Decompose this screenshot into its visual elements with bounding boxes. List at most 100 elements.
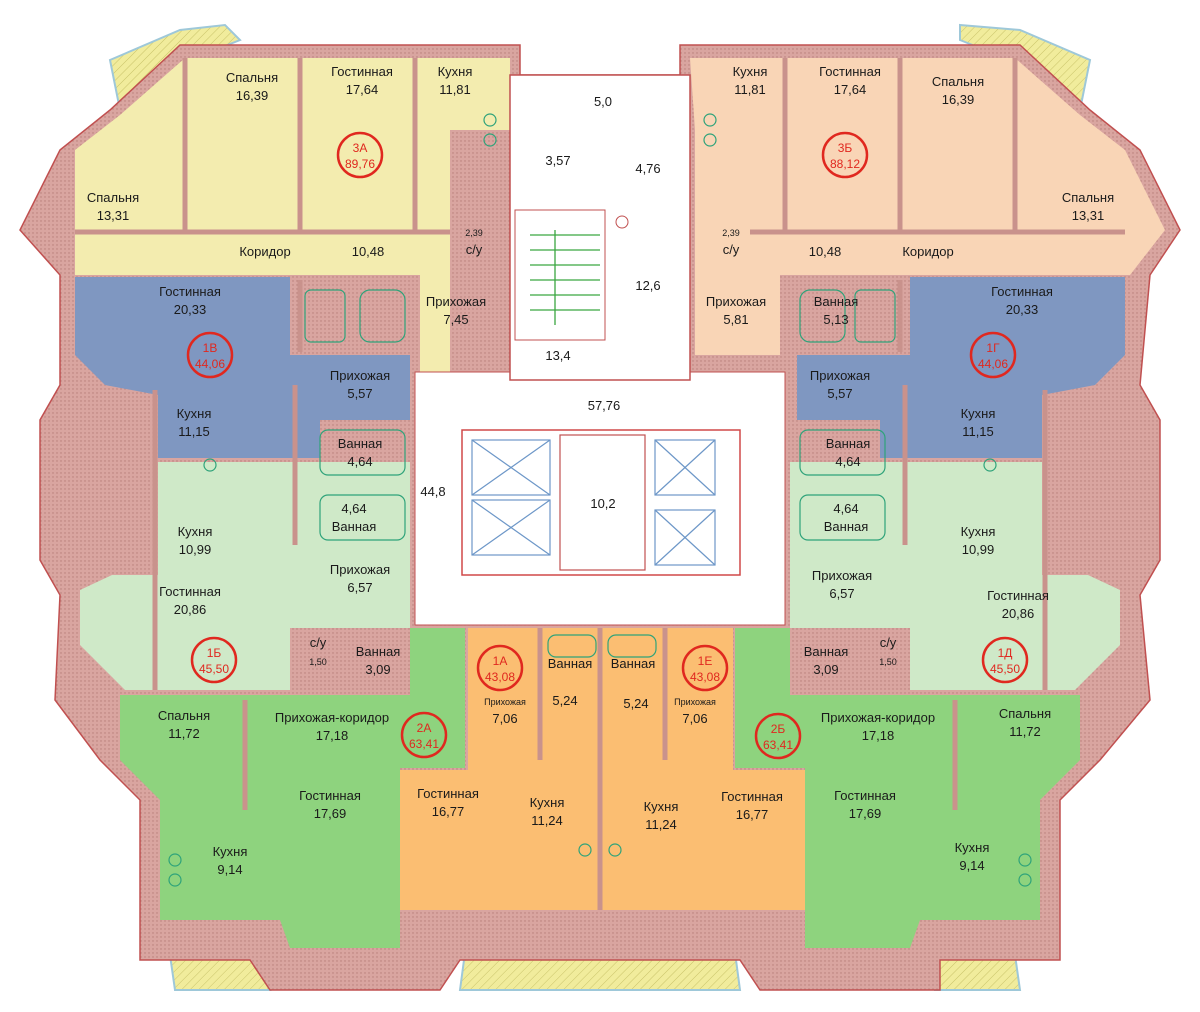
room-name: Коридор <box>902 244 953 259</box>
apartment-code: 1Г <box>986 341 1000 355</box>
room-name: Спальня <box>932 74 984 89</box>
apartment-area: 45,50 <box>990 662 1020 676</box>
apartment-tag-ring <box>186 331 234 379</box>
area-apt-1a <box>400 628 600 910</box>
common-area-label: 12,6 <box>635 278 660 293</box>
room-name: Прихожая <box>812 568 872 583</box>
room-name: Гостинная <box>991 284 1053 299</box>
room-area: 9,14 <box>959 858 984 873</box>
room-area: 5,57 <box>827 386 852 401</box>
common-area-label: 10,2 <box>590 496 615 511</box>
room-name: Ванная <box>814 294 859 309</box>
room-name: Гостинная <box>159 584 221 599</box>
area-apt-2a <box>120 628 465 948</box>
room-name: Ванная <box>611 656 656 671</box>
room-area: 11,24 <box>531 813 563 828</box>
apartment-area: 43,08 <box>485 670 515 684</box>
room-area: 10,48 <box>352 244 385 259</box>
apartment-area: 63,41 <box>763 738 793 752</box>
room-area: 4,64 <box>347 454 372 469</box>
apartment-area: 89,76 <box>345 157 375 171</box>
area-stair-block <box>509 74 691 381</box>
room-area: 5,81 <box>723 312 748 327</box>
room-area: 3,09 <box>365 662 390 677</box>
apartment-code: 1В <box>203 341 218 355</box>
room-area: 1,50 <box>879 657 897 667</box>
area-apt-1b <box>80 462 410 690</box>
apartment-area: 43,08 <box>690 670 720 684</box>
room-area: 11,81 <box>439 82 471 97</box>
common-area-label: 13,4 <box>545 348 570 363</box>
room-name: Гостинная <box>331 64 393 79</box>
room-name: Кухня <box>733 64 768 79</box>
room-name: Прихожая <box>484 697 526 707</box>
area-apt-1e <box>602 628 805 910</box>
room-name: Гостинная <box>417 786 479 801</box>
room-area: 17,69 <box>849 806 882 821</box>
apartment-code: 2Б <box>771 722 786 736</box>
room-name: Кухня <box>961 406 996 421</box>
room-name: Ванная <box>548 656 593 671</box>
room-name: Прихожая-коридор <box>821 710 935 725</box>
room-area: 6,57 <box>347 580 372 595</box>
room-area: 5,57 <box>347 386 372 401</box>
room-area: 17,18 <box>316 728 349 743</box>
apartment-code: 2А <box>417 721 432 735</box>
apartment-tag-ring <box>754 712 802 760</box>
room-area: 20,86 <box>174 602 207 617</box>
room-name: Прихожая <box>330 562 390 577</box>
room-area: 11,72 <box>1009 724 1041 739</box>
room-area: 6,57 <box>829 586 854 601</box>
common-area-label: 3,57 <box>545 153 570 168</box>
room-labels: Спальня16,39Гостинная17,64Кухня11,81Спал… <box>87 64 1114 877</box>
room-name: Ванная <box>804 644 849 659</box>
room-name: Прихожая <box>426 294 486 309</box>
room-name: Гостинная <box>834 788 896 803</box>
apartment-tag-ring <box>969 331 1017 379</box>
apartment-code: 1А <box>493 654 508 668</box>
room-name: Ванная <box>356 644 401 659</box>
room-area: 17,64 <box>834 82 867 97</box>
room-name: Прихожая <box>674 697 716 707</box>
room-name: Прихожая <box>706 294 766 309</box>
apartment-tag-apt-1e: 1Е 43,08 <box>681 644 729 692</box>
room-name: Кухня <box>961 524 996 539</box>
room-area: 20,86 <box>1002 606 1035 621</box>
room-area: 13,31 <box>1072 208 1105 223</box>
room-area: 17,69 <box>314 806 347 821</box>
area-apt-3b <box>690 58 1165 355</box>
room-name: Кухня <box>213 844 248 859</box>
common-area-label: 4,76 <box>635 161 660 176</box>
apartment-tag-ring <box>476 644 524 692</box>
room-name: с/у <box>880 635 897 650</box>
apartment-area: 44,06 <box>978 357 1008 371</box>
room-name: Гостинная <box>819 64 881 79</box>
room-name: Кухня <box>644 799 679 814</box>
room-name: Кухня <box>955 840 990 855</box>
apartment-tag-ring <box>190 636 238 684</box>
room-area: 7,06 <box>682 711 707 726</box>
room-name: Прихожая-коридор <box>275 710 389 725</box>
apartment-tag-apt-1a: 1А 43,08 <box>476 644 524 692</box>
apartment-tag-ring <box>400 711 448 759</box>
room-area: 16,77 <box>432 804 465 819</box>
room-area: 1,50 <box>309 657 327 667</box>
room-area: 11,15 <box>962 424 994 439</box>
apartment-code: 1Д <box>998 646 1013 660</box>
room-area: 11,24 <box>645 817 677 832</box>
apartment-area: 44,06 <box>195 357 225 371</box>
room-name: 2,39 <box>465 228 483 238</box>
room-name: Ванная <box>826 436 871 451</box>
room-name: Кухня <box>178 524 213 539</box>
area-apt-1v <box>75 277 410 458</box>
apartment-code: 1Е <box>698 654 713 668</box>
apartment-tag-ring <box>336 131 384 179</box>
room-name: Гостинная <box>987 588 1049 603</box>
room-area: 5,13 <box>823 312 848 327</box>
room-area: 10,48 <box>809 244 842 259</box>
room-area: 10,99 <box>962 542 995 557</box>
fixtures <box>168 113 1032 887</box>
